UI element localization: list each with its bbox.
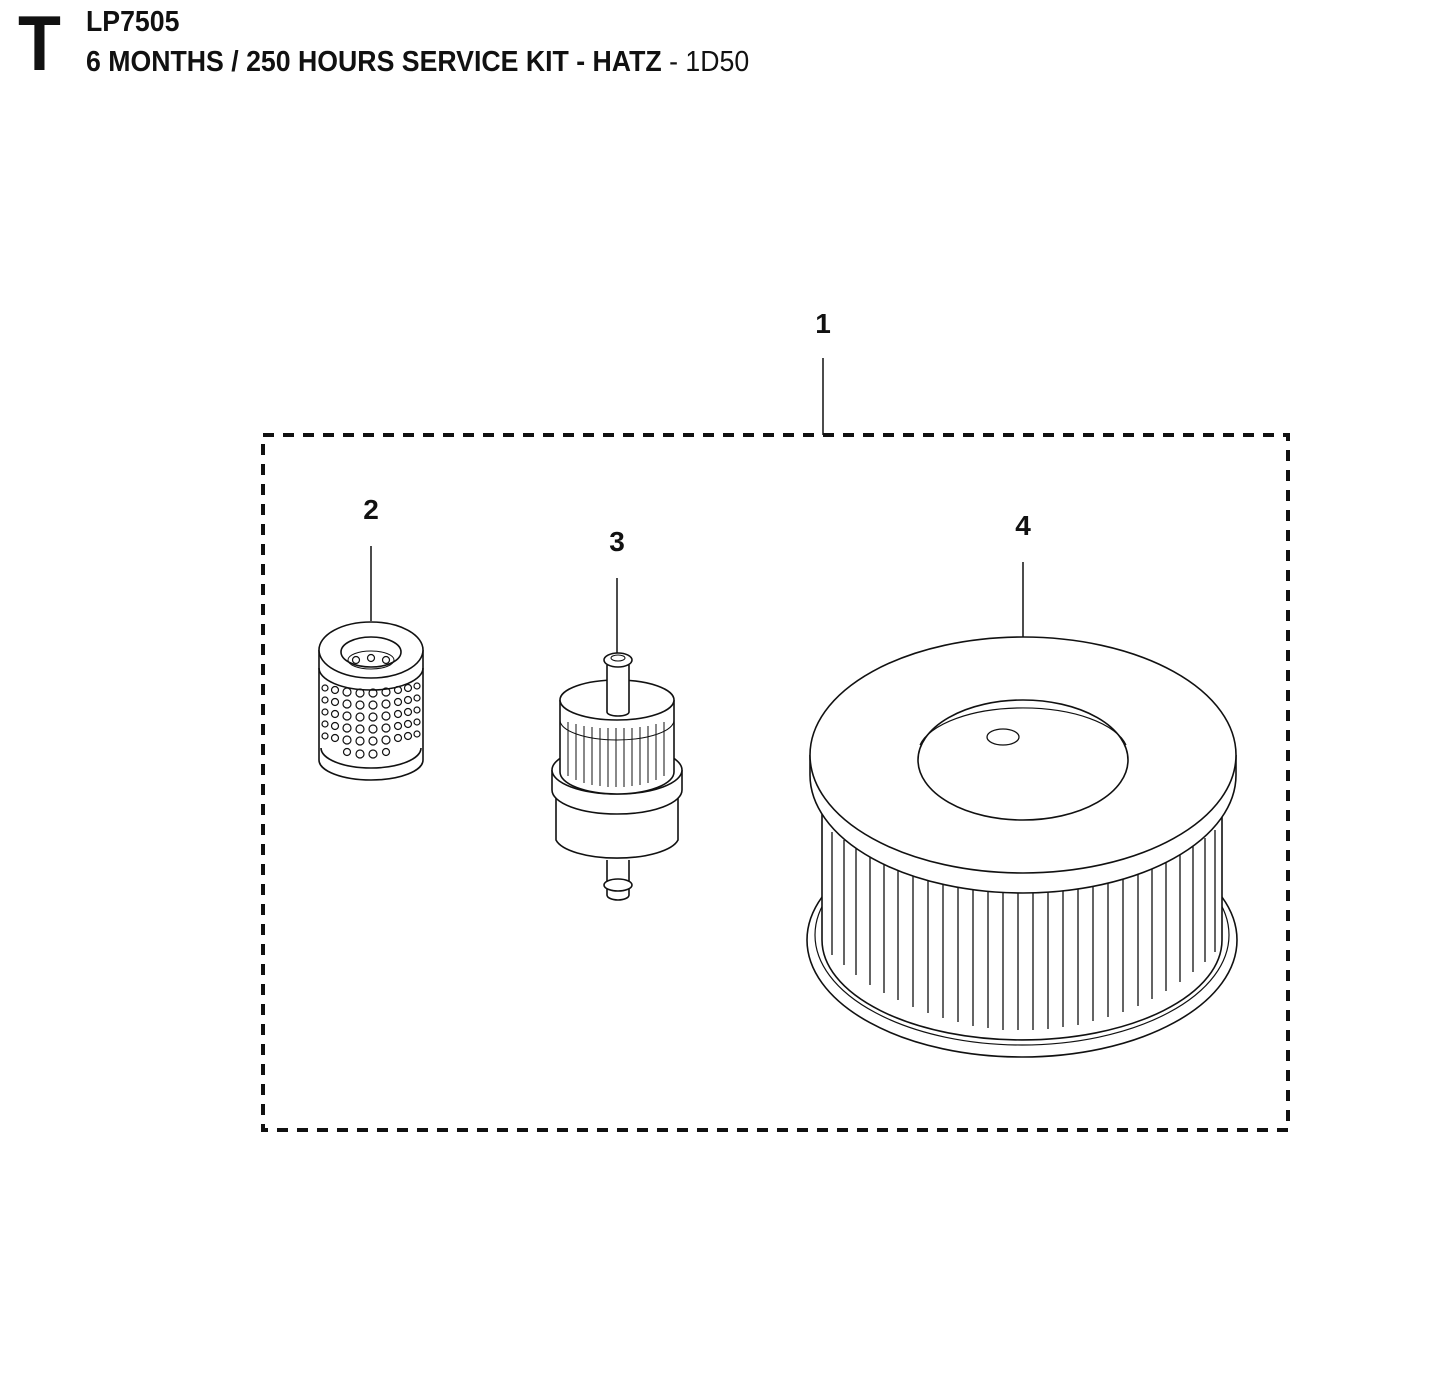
callout-4: 4 — [1015, 510, 1031, 541]
oil-filter-icon — [318, 621, 424, 781]
part-number: LP7505 — [86, 6, 180, 38]
air-filter-icon — [806, 636, 1238, 1058]
page-title: 6 MONTHS / 250 HOURS SERVICE KIT - HATZ … — [86, 48, 749, 77]
callout-3: 3 — [609, 526, 625, 557]
title-separator: - — [661, 46, 686, 78]
title-main: 6 MONTHS / 250 HOURS SERVICE KIT - HATZ — [86, 46, 662, 78]
callout-1: 1 — [815, 308, 831, 339]
section-letter: T — [18, 0, 61, 87]
fuel-filter-icon — [551, 652, 683, 901]
title-engine: 1D50 — [685, 46, 750, 78]
callout-2: 2 — [363, 494, 379, 525]
